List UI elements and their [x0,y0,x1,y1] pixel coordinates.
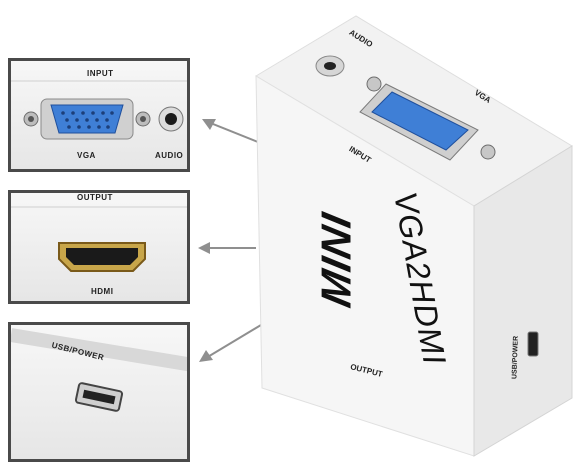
brand-mini-logo: MINI [312,208,360,312]
output-port-drawing [11,206,187,272]
input-detail-panel: INPUT VGA AUDIO [8,58,190,172]
side-usb-power-label: USB/POWER [511,335,520,380]
top-vga-port [359,76,496,161]
side-usb-port [527,331,539,357]
input-ports-drawing [11,80,187,140]
input-section-label: INPUT [87,69,114,78]
audio-label: AUDIO [155,151,184,160]
arrow-to-output-panel [198,242,256,254]
usb-port-drawing [11,328,187,412]
arrow-to-power-panel [199,321,267,362]
box-right-face [473,145,573,457]
output-section-label: OUTPUT [77,193,113,202]
output-detail-panel: OUTPUT HDMI [8,190,190,304]
vga-label: VGA [77,151,96,160]
hdmi-label: HDMI [91,287,114,296]
power-detail-panel: USB/POWER [8,322,190,462]
